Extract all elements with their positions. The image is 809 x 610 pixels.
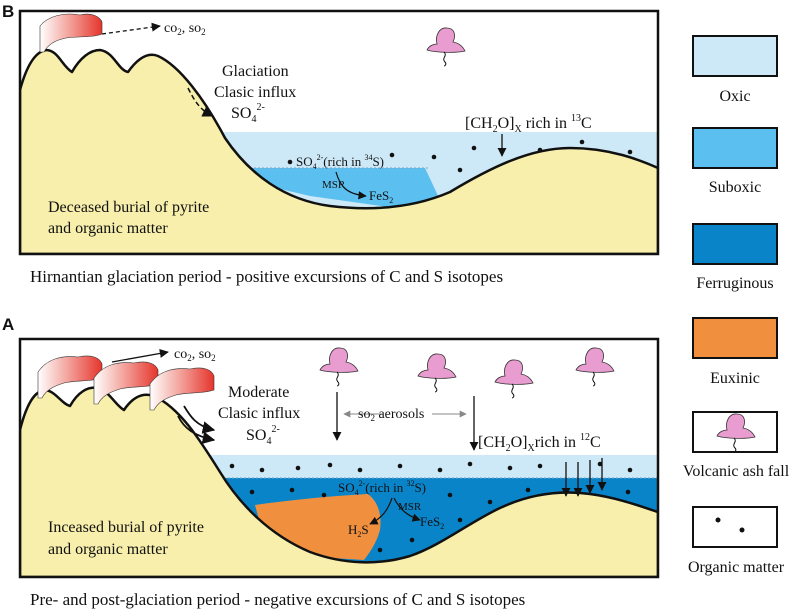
svg-text:FeS2: FeS2 (369, 188, 393, 205)
legend-euxinic-swatch (692, 317, 778, 359)
burial-line1-b: Deceased burial of pyrite (48, 199, 209, 216)
legend-suboxic-label: Suboxic (709, 179, 761, 196)
glaciation-label: Glaciation (222, 63, 289, 80)
panel-b-suboxic-layer (230, 168, 440, 208)
panel-b-label: B (2, 2, 14, 21)
legend-oxic-swatch (692, 35, 778, 77)
svg-text:so2 aerosols: so2 aerosols (358, 407, 424, 423)
panel-a-volcano-plumes (37, 355, 215, 411)
sulfate-label-a: SO (246, 427, 266, 444)
legend-organic-dot-icon (715, 517, 721, 523)
caption-b: Hirnantian glaciation period - positive … (30, 267, 503, 286)
clasic-influx-label-a: Clasic influx (218, 405, 300, 422)
burial-line1-a: Inceased burial of pyrite (48, 519, 204, 536)
legend-ferruginous-swatch (692, 223, 778, 265)
reaction-label-a: SO (338, 480, 355, 495)
pyrite-label-b: FeS (369, 188, 389, 203)
panel-b-volcano-plume (39, 13, 103, 53)
panel-a-organic-dots (229, 461, 633, 553)
clasic-influx-label: Clasic influx (214, 84, 296, 101)
panel-b-frame (18, 9, 660, 256)
gas-label: co (164, 21, 177, 36)
svg-text:H2S: H2S (348, 522, 369, 539)
legend-organic-swatch (692, 506, 778, 548)
h2s-label: H (348, 522, 357, 537)
sulfate-label: SO (231, 105, 251, 122)
svg-text:[CH2O]Xrich in 12C: [CH2O]Xrich in 12C (478, 432, 601, 454)
burial-line2-a: and organic matter (48, 541, 168, 558)
legend: Oxic Suboxic Ferruginous Euxinic Volcani… (683, 35, 790, 576)
legend-oxic-label: Oxic (719, 88, 750, 105)
aerosols-label: so (358, 407, 370, 422)
carbon-label-b: [CH (465, 115, 493, 132)
svg-text:SO42-(rich in 34S): SO42-(rich in 34S) (296, 153, 384, 171)
panel-a-land (20, 386, 658, 577)
burial-line2-b: and organic matter (48, 220, 168, 237)
legend-ferruginous-label: Ferruginous (696, 275, 773, 292)
svg-text:co2, so2: co2, so2 (174, 347, 216, 363)
svg-text:SO42-: SO42- (246, 424, 280, 447)
panel-b-organic-dots (287, 139, 633, 173)
panel-a-label: A (2, 315, 14, 334)
panel-a-frame (18, 337, 660, 579)
legend-euxinic-label: Euxinic (710, 370, 760, 387)
panel-a: A co2, so2 Moderate Clasic influx SO42- (2, 315, 660, 609)
svg-text:FeS2: FeS2 (420, 514, 444, 531)
gas-label-a: co (174, 347, 187, 362)
msr-label-a: MSR (398, 501, 422, 513)
svg-text:[CH2O]X rich in 13C: [CH2O]X rich in 13C (465, 113, 592, 135)
svg-text:SO42-: SO42- (231, 102, 265, 125)
carbon-label-a: [CH (478, 434, 506, 451)
reaction-label-b: SO (296, 154, 313, 169)
panel-b: B co2, so2 Glaciation Clasic influx SO42… (2, 2, 660, 286)
caption-a: Pre- and post-glaciation period - negati… (30, 590, 525, 609)
svg-text:SO42-(rich in 32S): SO42-(rich in 32S) (338, 479, 426, 497)
pyrite-label-a: FeS (420, 514, 440, 529)
moderate-label: Moderate (228, 384, 289, 401)
legend-organic-label: Organic matter (688, 559, 785, 576)
legend-organic-dot-icon-2 (739, 527, 745, 533)
legend-volcanic-label: Volcanic ash fall (683, 463, 790, 480)
svg-text:co2, so2: co2, so2 (164, 21, 206, 37)
legend-suboxic-swatch (692, 127, 778, 169)
